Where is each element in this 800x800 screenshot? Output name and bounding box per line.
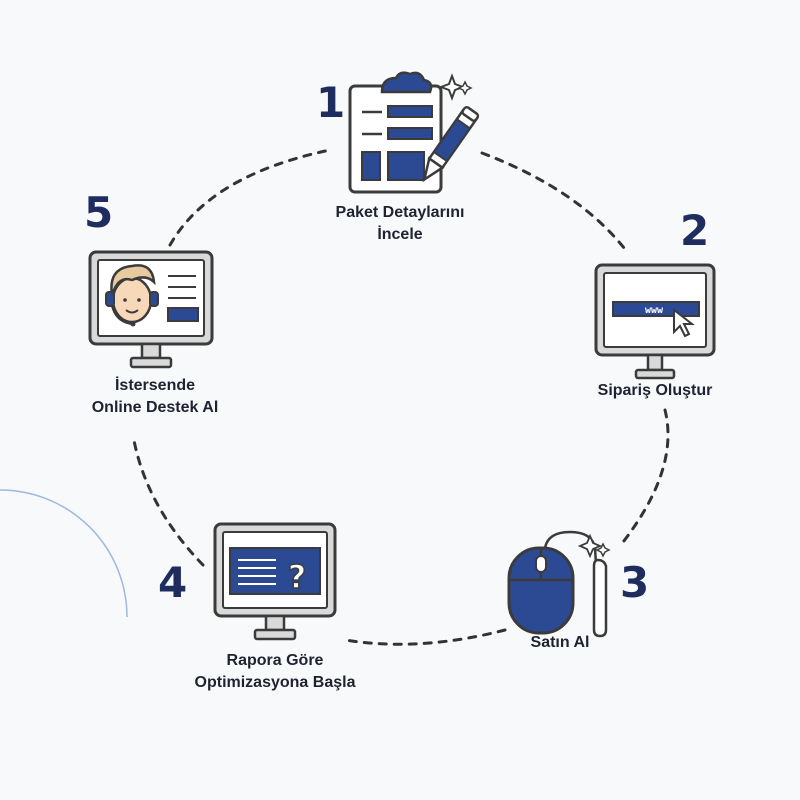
cycle-connectors	[131, 148, 670, 646]
step-label-5-line2: Online Destek Al	[91, 399, 219, 416]
step-label-3-line1: Satın Al	[530, 634, 590, 651]
step-label-2: Sipariş Oluştur	[555, 380, 755, 402]
question-mark: ?	[288, 558, 307, 596]
step-label-1-line1: Paket Detaylarını	[335, 204, 465, 221]
connector-2-3	[618, 408, 670, 548]
connector-5-1	[168, 148, 332, 247]
step-label-5: İstersende Online Destek Al	[55, 375, 255, 419]
step-number-2: 2	[680, 206, 710, 255]
support-agent-monitor-icon	[88, 250, 214, 369]
connector-3-4	[343, 628, 507, 646]
connector-4-5	[131, 433, 205, 567]
decorative-arc	[0, 489, 128, 618]
step-label-1: Paket Detaylarını İncele	[300, 202, 500, 246]
connector-1-2	[480, 151, 630, 255]
step-number-3: 3	[620, 558, 650, 607]
monitor-question-icon: ?	[213, 522, 337, 641]
step-label-4-line2: Optimizasyona Başla	[194, 674, 356, 691]
step-label-4: Rapora Göre Optimizasyona Başla	[170, 650, 380, 694]
browser-url-monitor-icon: www	[594, 263, 716, 380]
mouse-icon	[507, 530, 611, 638]
step-label-5-line1: İstersende	[114, 377, 196, 394]
step-number-1: 1	[316, 78, 346, 127]
step-number-4: 4	[158, 558, 188, 607]
url-text: www	[645, 305, 664, 316]
step-label-4-line1: Rapora Göre	[226, 652, 324, 669]
step-label-2-line1: Sipariş Oluştur	[597, 382, 713, 399]
step-number-5: 5	[84, 188, 114, 237]
step-label-1-line2: İncele	[377, 226, 423, 243]
step-label-3: Satın Al	[470, 632, 650, 654]
clipboard-pen-icon	[348, 71, 480, 194]
